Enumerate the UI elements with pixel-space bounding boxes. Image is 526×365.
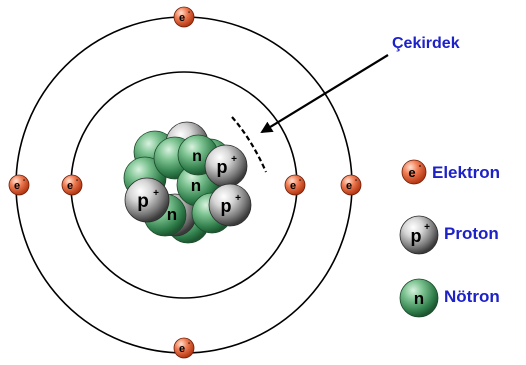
proton-bottom-right: p + bbox=[208, 183, 252, 227]
svg-text:-: - bbox=[419, 161, 422, 170]
legend-label-electron: Elektron bbox=[432, 163, 501, 182]
svg-text:p: p bbox=[221, 196, 232, 216]
nucleus-boundary-marker bbox=[231, 116, 268, 173]
svg-text:+: + bbox=[235, 193, 241, 204]
svg-text:-: - bbox=[188, 340, 191, 347]
svg-text:p: p bbox=[411, 226, 422, 246]
electron-inner-right: e - bbox=[284, 174, 306, 196]
svg-text:+: + bbox=[153, 188, 159, 199]
svg-text:-: - bbox=[188, 9, 191, 16]
svg-text:e: e bbox=[290, 180, 296, 192]
nucleus: n n n p + p + p + bbox=[123, 121, 252, 244]
nucleus-pointer-arrow bbox=[260, 54, 389, 134]
proton-left: p + bbox=[124, 177, 170, 223]
proton-top-right: p + bbox=[204, 144, 248, 188]
legend-item-electron: e - Elektron bbox=[398, 150, 526, 194]
electron-top: e - bbox=[173, 6, 195, 28]
svg-text:-: - bbox=[299, 177, 302, 184]
legend-label-proton: Proton bbox=[444, 224, 499, 243]
svg-text:e: e bbox=[14, 180, 20, 192]
legend-item-proton: p + Proton bbox=[398, 213, 526, 257]
legend-label-neutron: Nötron bbox=[444, 287, 500, 306]
svg-text:n: n bbox=[414, 289, 424, 308]
proton-icon: p + bbox=[399, 215, 439, 255]
svg-text:n: n bbox=[192, 148, 202, 165]
svg-text:+: + bbox=[231, 154, 237, 165]
electron-outer-left: e - bbox=[8, 174, 30, 196]
electron-icon: e - bbox=[401, 159, 427, 185]
svg-text:-: - bbox=[76, 177, 79, 184]
svg-text:+: + bbox=[424, 222, 430, 233]
electron-inner-left: e - bbox=[61, 174, 83, 196]
svg-text:e: e bbox=[67, 180, 73, 192]
svg-text:e: e bbox=[346, 180, 352, 192]
svg-text:e: e bbox=[179, 12, 185, 24]
svg-text:p: p bbox=[137, 191, 149, 212]
nucleus-label: Çekirdek bbox=[392, 35, 460, 52]
svg-text:n: n bbox=[167, 205, 177, 224]
svg-text:e: e bbox=[408, 165, 415, 180]
svg-text:-: - bbox=[355, 177, 358, 184]
svg-text:p: p bbox=[217, 157, 228, 177]
svg-text:e: e bbox=[179, 343, 185, 355]
svg-text:n: n bbox=[191, 176, 201, 195]
electron-bottom: e - bbox=[173, 337, 195, 359]
electron-outer-right: e - bbox=[340, 174, 362, 196]
legend-item-neutron: n Nötron bbox=[398, 276, 526, 320]
svg-text:-: - bbox=[23, 177, 26, 184]
neutron-icon: n bbox=[399, 278, 439, 318]
